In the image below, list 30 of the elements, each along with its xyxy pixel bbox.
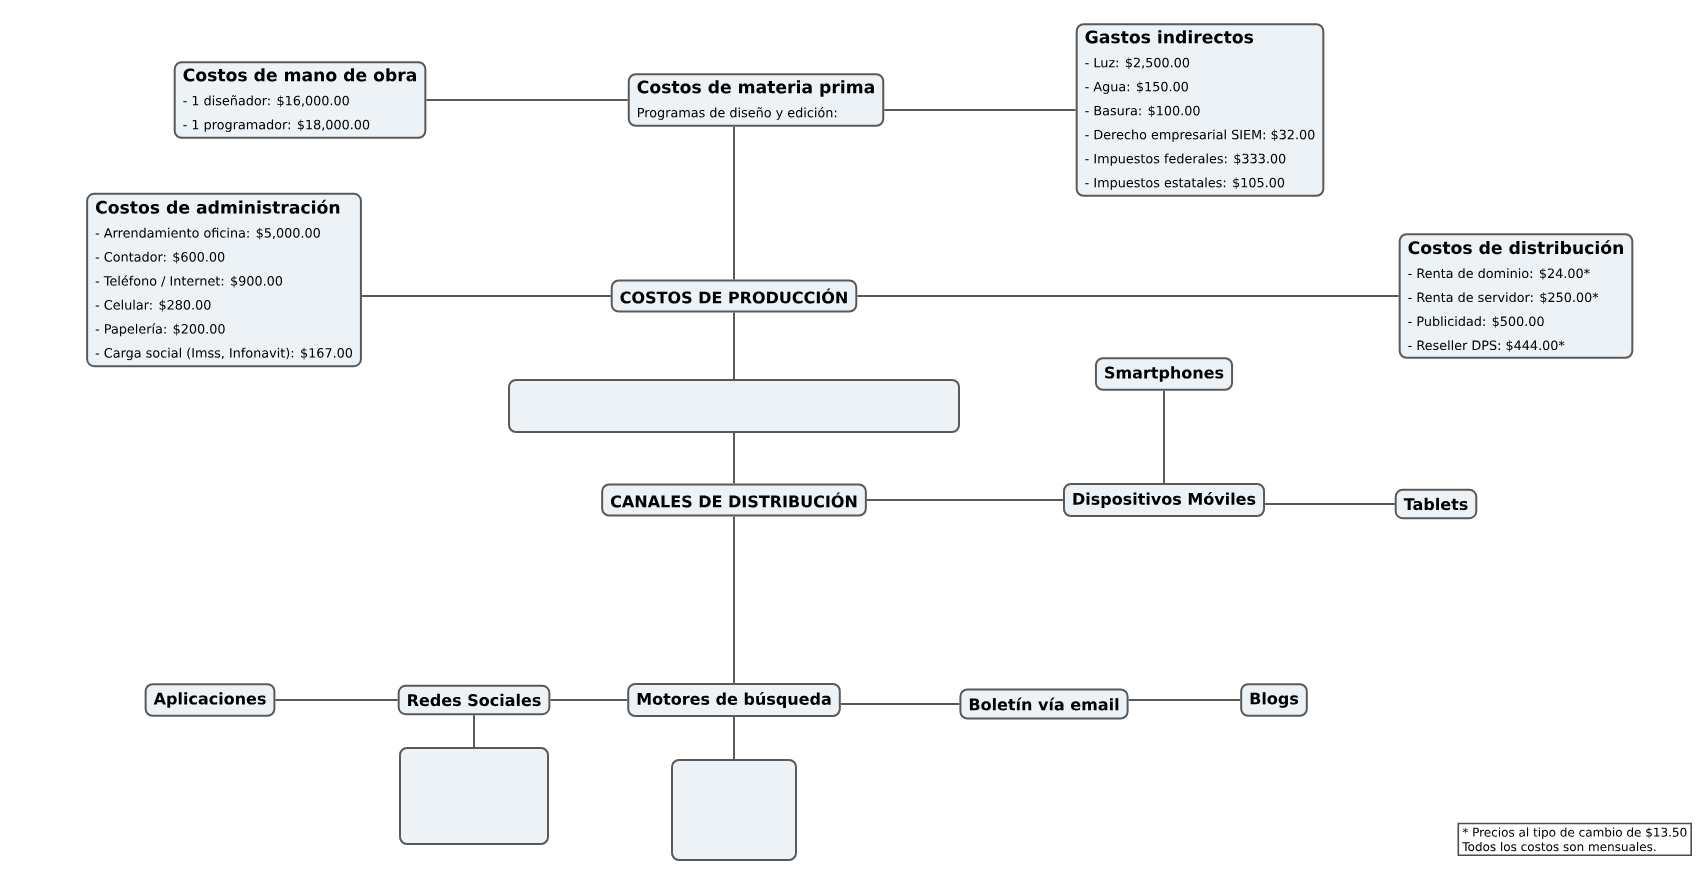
connector-line	[733, 311, 735, 380]
connector-line	[549, 699, 629, 701]
connector-line	[733, 515, 735, 684]
empty-box	[399, 747, 549, 845]
connector-line	[1163, 389, 1165, 484]
topic-box: Dispositivos Móviles	[1062, 482, 1266, 518]
connector-line	[883, 109, 1077, 111]
topic-box: COSTOS DE PRODUCCIÓN	[610, 279, 858, 313]
connector-line	[733, 432, 735, 485]
topic-box: Aplicaciones	[144, 683, 276, 717]
connector-line	[473, 714, 475, 748]
connector-line	[856, 295, 1400, 297]
empty-box	[671, 759, 797, 861]
connector-line	[425, 99, 629, 101]
connector-line	[865, 499, 1064, 501]
connector-line	[839, 703, 961, 705]
topic-box: Blogs	[1240, 683, 1308, 717]
connector-line	[274, 699, 399, 701]
empty-box	[508, 379, 960, 433]
connector-line	[360, 295, 612, 297]
topic-box: Boletín vía email	[959, 688, 1129, 720]
topic-box: CANALES DE DISTRIBUCIÓN	[601, 483, 867, 517]
topic-box: Motores de búsqueda	[627, 682, 841, 718]
connector-line	[1264, 503, 1396, 505]
connector-line	[733, 125, 735, 281]
topic-box: Smartphones	[1094, 357, 1234, 391]
topic-box: Redes Sociales	[397, 684, 551, 716]
connector-line	[733, 716, 735, 760]
topic-box: Tablets	[1394, 488, 1478, 520]
connector-line	[1127, 699, 1242, 701]
